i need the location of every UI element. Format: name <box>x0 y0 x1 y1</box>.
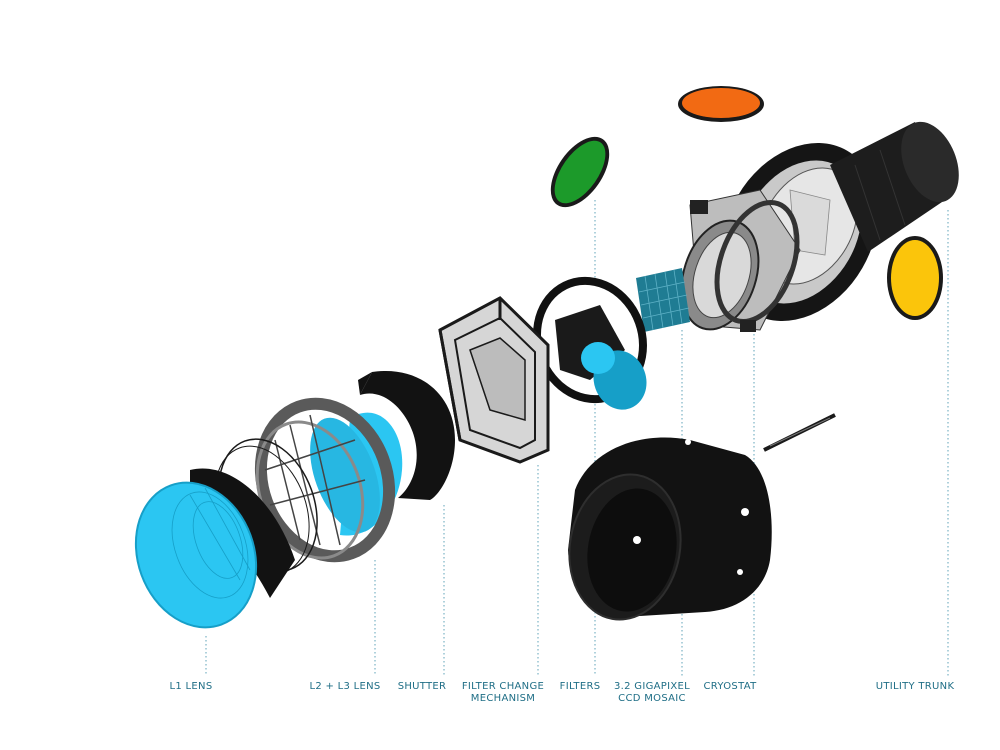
utility-trunk <box>830 121 959 252</box>
l2-l3-lens <box>254 397 403 563</box>
label-shutter-text: SHUTTER <box>397 681 447 692</box>
label-l1-lens-text: L1 LENS <box>169 681 213 692</box>
label-cryostat-text: CRYOSTAT <box>703 681 757 692</box>
yellow-filter <box>887 236 943 320</box>
green-filter <box>550 136 610 208</box>
label-shutter: SHUTTER <box>398 681 447 693</box>
orange-filter <box>678 86 764 122</box>
label-filters-text: FILTERS <box>559 681 601 692</box>
label-filter-change-line1: FILTER CHANGE <box>461 681 545 692</box>
label-ccd-line2: CCD MOSAIC <box>618 693 686 704</box>
label-cryostat: CRYOSTAT <box>704 681 757 693</box>
label-ccd-line1: 3.2 GIGAPIXEL <box>614 681 690 692</box>
ccd-mosaic <box>636 268 690 332</box>
label-utility-trunk-text: UTILITY TRUNK <box>875 681 955 692</box>
l1-lens <box>134 468 295 629</box>
label-ccd-mosaic: 3.2 GIGAPIXEL CCD MOSAIC <box>614 681 690 705</box>
label-filters: FILTERS <box>560 681 601 693</box>
label-l1-lens: L1 LENS <box>170 681 213 693</box>
small-rod <box>763 413 836 452</box>
filter-change-mechanism <box>438 296 550 464</box>
shutter <box>358 370 455 500</box>
label-l2-l3-lens-text: L2 + L3 LENS <box>309 681 381 692</box>
label-filter-change-mechanism: FILTER CHANGE MECHANISM <box>462 681 544 705</box>
label-l2-l3-lens: L2 + L3 LENS <box>309 681 380 693</box>
label-filter-change-line2: MECHANISM <box>470 693 536 704</box>
label-utility-trunk: UTILITY TRUNK <box>876 681 955 693</box>
filter-ring <box>533 276 647 410</box>
camera-body-housing <box>568 437 772 621</box>
cryostat <box>680 189 801 332</box>
